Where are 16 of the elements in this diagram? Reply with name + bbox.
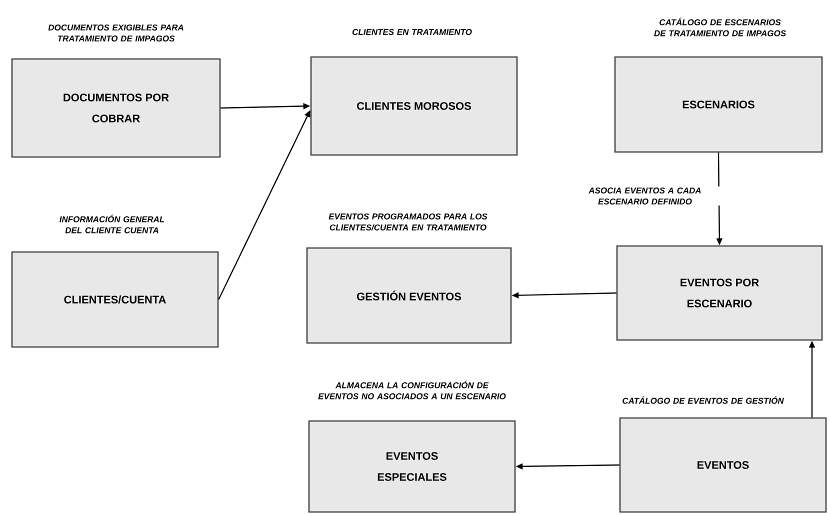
- edge-label: ASOCIA EVENTOS A CADA ESCENARIO DEFINIDO: [588, 188, 701, 204]
- process-box: CLIENTES/CUENTA: [11, 251, 219, 348]
- process-box: CLIENTES MOROSOS: [310, 56, 518, 156]
- process-box: EVENTOS POR ESCENARIO: [616, 245, 823, 341]
- process-box: DOCUMENTOS POR COBRAR: [11, 58, 221, 158]
- process-box: EVENTOS: [619, 417, 827, 513]
- process-box: EVENTOS ESPECIALES: [308, 420, 516, 513]
- box-heading: EVENTOS PROGRAMADOS PARA LOS CLIENTES/CUENTA EN TRATAMIENTO: [328, 213, 488, 231]
- box-heading: CLIENTES EN TRATAMIENTO: [352, 29, 472, 35]
- box-heading: ALMACENA LA CONFIGURACIÓN DE EVENTOS NO ASOCIADOS A UN ESCENARIO: [318, 380, 506, 400]
- box-heading: INFORMACIÓN GENERAL DEL CLIENTE CUENTA: [60, 214, 164, 234]
- box-heading: CATÁLOGO DE EVENTOS DE GESTIÓN: [622, 396, 784, 404]
- process-box: ESCENARIOS: [614, 56, 823, 153]
- box-heading: DOCUMENTOS EXIGIBLES PARA TRATAMIENTO DE IMPAGOS: [48, 24, 184, 42]
- process-box: GESTIÓN EVENTOS: [306, 247, 512, 344]
- box-heading: CATÁLOGO DE ESCENARIOS DE TRATAMIENTO DE IMPAGOS: [654, 18, 786, 36]
